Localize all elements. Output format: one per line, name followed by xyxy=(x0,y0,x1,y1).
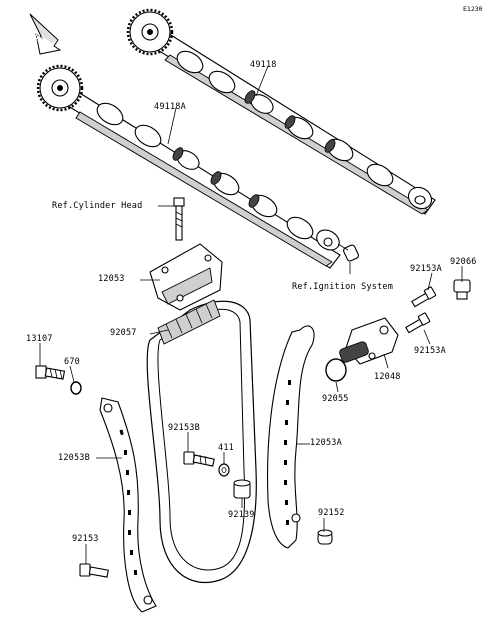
callout-ref-ignition-system: Ref.Ignition System xyxy=(292,282,394,292)
cam-sprocket-lower xyxy=(36,64,84,112)
oring-670 xyxy=(70,381,82,395)
callout-13107: 13107 xyxy=(26,334,53,344)
diagram-code: E1230 xyxy=(463,5,483,13)
camshaft-exhaust xyxy=(137,21,436,215)
callout-49118a: 49118A xyxy=(154,102,186,112)
tensioner-cap-bolt xyxy=(453,279,471,300)
callout-670: 670 xyxy=(64,357,80,367)
callout-92153a-bottom: 92153A xyxy=(414,346,446,356)
callout-92055: 92055 xyxy=(322,394,349,404)
callout-12053b: 12053B xyxy=(58,453,90,463)
callout-92057: 92057 xyxy=(110,328,137,338)
callout-ref-cylinder-head: Ref.Cylinder Head xyxy=(52,201,143,211)
pivot-bolt-13107 xyxy=(35,365,66,380)
cam-chain xyxy=(146,299,257,584)
collar-92139 xyxy=(233,479,251,499)
callout-12048: 12048 xyxy=(374,372,401,382)
chain-guide-right xyxy=(266,325,315,549)
tensioner-oring xyxy=(325,358,347,382)
front-arrow-icon xyxy=(29,13,62,55)
bolt-92153 xyxy=(79,563,109,578)
tensioner-bolt-upper xyxy=(411,286,437,308)
washer-411 xyxy=(218,463,230,477)
cylinder-head-bolt xyxy=(173,197,185,241)
cap-92152 xyxy=(317,529,333,545)
callout-12053: 12053 xyxy=(98,274,125,284)
chain-guide-top xyxy=(149,243,223,311)
leader-lines xyxy=(39,65,463,564)
callout-49118: 49118 xyxy=(250,60,277,70)
callout-92152: 92152 xyxy=(318,508,345,518)
camshaft-intake xyxy=(51,81,341,269)
callout-411: 411 xyxy=(218,443,234,453)
cam-sprocket-upper xyxy=(126,8,174,56)
chain-tensioner xyxy=(339,317,399,365)
callout-92066: 92066 xyxy=(450,257,477,267)
callout-92153: 92153 xyxy=(72,534,99,544)
bolt-92153b xyxy=(183,451,215,467)
callout-92153b: 92153B xyxy=(168,423,200,433)
tensioner-bolt-lower xyxy=(405,312,431,334)
callout-92153a-top: 92153A xyxy=(410,264,442,274)
callout-92139: 92139 xyxy=(228,510,255,520)
chain-guide-left xyxy=(99,397,157,613)
callout-12053a: 12053A xyxy=(310,438,342,448)
ignition-cap xyxy=(337,243,359,262)
